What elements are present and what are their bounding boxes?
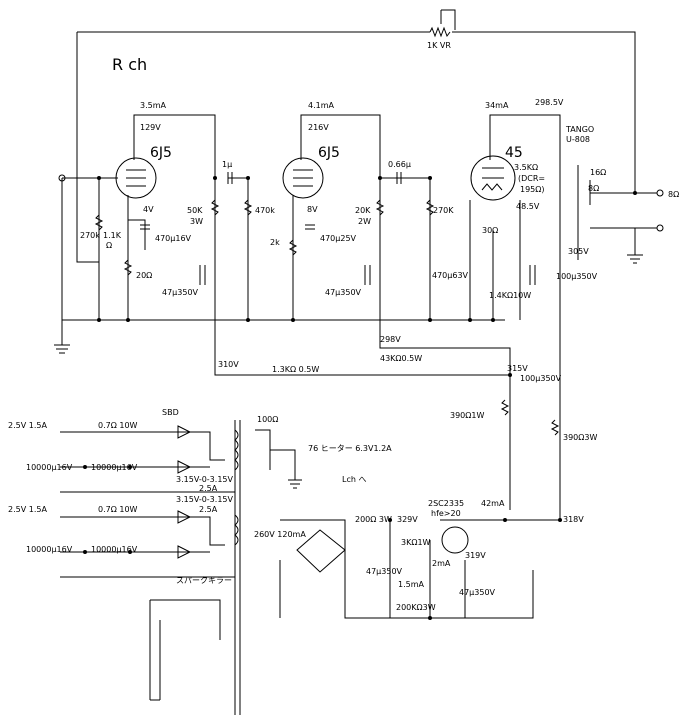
s2-current: 4.1mA (308, 101, 335, 110)
ht-v25a: 2.5V 1.5A (8, 421, 47, 430)
sup-2ma: 2mA (432, 559, 451, 568)
s2-decouple: 47μ350V (325, 288, 362, 297)
sup-319: 319V (465, 551, 486, 560)
sup-15: 1.5mA (398, 580, 425, 589)
components (94, 172, 560, 573)
s3-bias-v: 48.5V (516, 202, 540, 211)
s1-grid-r: 270k (80, 231, 100, 240)
s1-load-w: 3W (190, 217, 203, 226)
out-8: 8Ω (668, 190, 679, 199)
ht-s1: 3.15V-0-3.15V (176, 475, 233, 484)
vr-label: 1K VR (427, 41, 451, 50)
tx-dcr-val: 195Ω) (520, 185, 545, 194)
s3-b-c: 100μ350V (556, 272, 598, 281)
s3-grid-r: 270K (433, 206, 454, 215)
sup-42: 42mA (481, 499, 505, 508)
ht-s2a: 2.5A (199, 505, 218, 514)
ht-spark: スパークキラー (176, 576, 232, 585)
s1-plate-v: 129V (140, 123, 161, 132)
tx-primary: 3.5KΩ (514, 163, 538, 172)
ht-sbd: SBD (162, 408, 179, 417)
ht-r07b: 0.7Ω 10W (98, 505, 138, 514)
sup-r13: 1.3KΩ 0.5W (272, 365, 319, 374)
tube-v1 (115, 157, 157, 199)
sec-8: 8Ω (588, 184, 599, 193)
s3-hum: 30Ω (482, 226, 498, 235)
sup-315: 315V (507, 364, 528, 373)
ht-s2: 3.15V-0-3.15V (176, 495, 233, 504)
s2-load: 20K (355, 206, 371, 215)
tx-brand: TANGO (565, 125, 594, 134)
tx-model: U-808 (566, 135, 590, 144)
sup-r390b: 390Ω3W (563, 433, 597, 442)
s1-heater: 4V (143, 205, 154, 214)
s3-cath-c: 470μ63V (432, 271, 469, 280)
s1-cathode-r2: 20Ω (136, 271, 152, 280)
sup-hfe: hfe>20 (431, 509, 461, 518)
s2-cathode-c: 470μ25V (320, 234, 357, 243)
channel-label: R ch (112, 55, 147, 74)
s1-decouple: 47μ350V (162, 288, 199, 297)
sup-r200k: 200KΩ3W (396, 603, 436, 612)
sup-r43: 43KΩ0.5W (380, 354, 422, 363)
ht-76: 76 ヒーター 6.3V1.2A (308, 444, 392, 453)
s1-current: 3.5mA (140, 101, 167, 110)
s3-cath-r: 1.4KΩ10W (489, 291, 531, 300)
tx-dcr: (DCR= (518, 174, 545, 183)
ht-s1a: 2.5A (199, 484, 218, 493)
sup-329: 329V (397, 515, 418, 524)
sup-c319: 47μ350V (459, 588, 496, 597)
tube2-name: 6J5 (318, 145, 340, 161)
ht-v25b: 2.5V 1.5A (8, 505, 47, 514)
ht-ca1: 10000μ16V (26, 463, 73, 472)
sup-c47: 47μ350V (366, 567, 403, 576)
sup-298: 298V (380, 335, 401, 344)
ht-ca2: 10000μ16V (91, 463, 138, 472)
ht-r100: 100Ω (257, 415, 278, 424)
s2-cathode-v: 8V (307, 205, 318, 214)
sup-r390a: 390Ω1W (450, 411, 484, 420)
s1-cathode-r: 1.1K (103, 231, 122, 240)
s1-couple: 1μ (222, 160, 232, 169)
sup-r3k: 3KΩ1W (401, 538, 431, 547)
s2-grid-r: 470k (255, 206, 275, 215)
s3-plate-v: 298.5V (535, 98, 564, 107)
sup-c315: 100μ350V (520, 374, 562, 383)
tube-v2 (282, 157, 324, 199)
sup-310: 310V (218, 360, 239, 369)
ht-r07a: 0.7Ω 10W (98, 421, 138, 430)
sec-16: 16Ω (590, 168, 606, 177)
sup-318: 318V (563, 515, 584, 524)
sup-tr: 2SC2335 (428, 499, 464, 508)
sup-trans: 260V 120mA (254, 530, 306, 539)
wiring (54, 9, 664, 715)
ht-cb1: 10000μ16V (26, 545, 73, 554)
s3-current: 34mA (485, 101, 509, 110)
s3-b-v: 305V (568, 247, 589, 256)
tube3-name: 45 (505, 145, 523, 161)
s2-cathode-r: 2k (270, 238, 280, 247)
tube1-name: 6J5 (150, 145, 172, 161)
ht-cb2: 10000μ16V (91, 545, 138, 554)
s2-couple: 0.66μ (388, 160, 411, 169)
s2-load-w: 2W (358, 217, 371, 226)
sup-lch: Lch へ (342, 475, 366, 484)
s1-cathode-c: 470μ16V (155, 234, 192, 243)
s1-load: 50K (187, 206, 203, 215)
s1-ohm: Ω (106, 241, 112, 250)
s2-plate-v: 216V (308, 123, 329, 132)
junctions (83, 176, 637, 620)
sup-r200: 200Ω 3W (355, 515, 392, 524)
tube-v3 (470, 155, 516, 201)
